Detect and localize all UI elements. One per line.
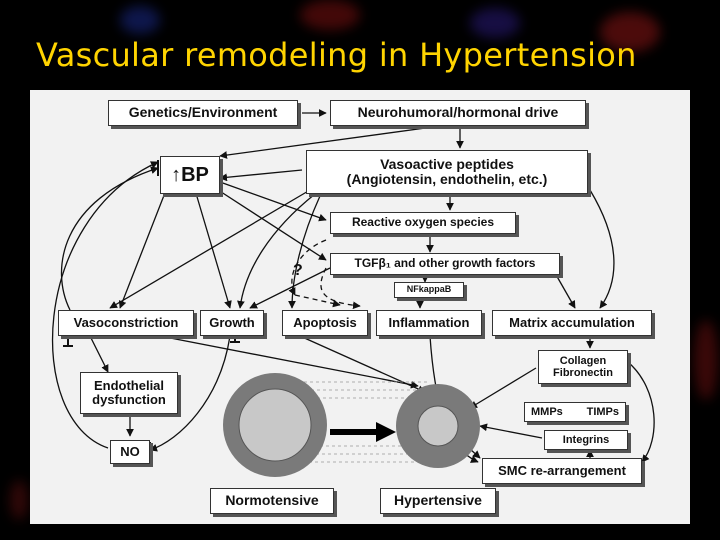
genetics-environment-box: Genetics/Environment (108, 100, 298, 126)
no-box: NO (110, 440, 150, 464)
arrow-collagen-smc (627, 361, 655, 463)
arrow-bp-vasoconstriction (118, 179, 171, 309)
hypertensive-label-box: Hypertensive (380, 488, 496, 514)
arrow-collagen-vessel (469, 367, 537, 409)
arrow-tgf-growth (249, 267, 331, 309)
vasoconstriction-box: Vasoconstriction (58, 310, 194, 336)
background-speck (10, 480, 28, 520)
arrow-neurohumoral-bp (219, 125, 441, 159)
arrow-vasoactive-growth (237, 193, 316, 309)
inhibition-bar-growth (230, 336, 240, 343)
background-speck (694, 320, 718, 400)
arrow-bp-ros (219, 181, 327, 222)
background-speck (120, 6, 160, 34)
dashed-arrow-ros-apoptosis (288, 239, 327, 296)
background-speck (300, 0, 360, 30)
hypertensive-vessel-lumen (417, 405, 459, 447)
arrow-vaso-endothelial (89, 335, 109, 373)
arrow-vasoactive-apoptosis (288, 195, 321, 309)
dashed-arrow-to-inflammation (294, 294, 341, 308)
mmps-timps-box: MMPs TIMPs (524, 402, 626, 422)
background-speck (470, 8, 520, 38)
tgf-growth-factors-box: TGFβ₁ and other growth factors (330, 253, 560, 275)
question-mark: ? (293, 262, 303, 279)
integrins-box: Integrins (544, 430, 628, 450)
diagram-figure: Genetics/Environment Neurohumoral/hormon… (30, 90, 690, 524)
apoptosis-box: Apoptosis (282, 310, 368, 336)
inhibition-bar-vasoconstriction (63, 338, 73, 347)
endothelial-dysfunction-box: Endothelial dysfunction (80, 372, 178, 414)
arrow-vaso-vessel (159, 335, 419, 389)
normotensive-vessel-lumen (238, 388, 312, 462)
remodeling-arrow-head (376, 422, 396, 442)
inflammation-box: Inflammation (376, 310, 482, 336)
arrow-bp-growth (194, 189, 232, 309)
bp-label: BP (181, 164, 209, 186)
arrow-vasoactive-matrix (589, 189, 615, 309)
bp-box: ↑BP (160, 156, 220, 194)
arrow-bp-tgf (214, 187, 327, 261)
arrow-loop-no-bp (51, 161, 159, 449)
nfkappab-box: NFkappaB (394, 282, 464, 298)
background-speck (600, 12, 660, 52)
arrow-vasoactive-vasoconstriction (109, 189, 311, 309)
timps-label: TIMPs (586, 405, 619, 418)
normotensive-label-box: Normotensive (210, 488, 334, 514)
smc-rearrangement-box: SMC re-arrangement (482, 458, 642, 484)
arrow-vasoactive-bp (219, 169, 303, 182)
bp-up-arrow: ↑ (171, 164, 182, 186)
vasoactive-peptides-box: Vasoactive peptides (Angiotensin, endoth… (306, 150, 588, 194)
arrow-growth-no (149, 335, 231, 452)
collagen-fibronectin-box: Collagen Fibronectin (538, 350, 628, 384)
arrow-tgf-matrix (554, 272, 576, 309)
mmps-label: MMPs (531, 405, 563, 418)
dashed-arrow-tgf-apoptosis (320, 267, 361, 310)
neurohumoral-drive-box: Neurohumoral/hormonal drive (330, 100, 586, 126)
arrow-integrins-vessel (479, 423, 543, 439)
growth-box: Growth (200, 310, 264, 336)
reactive-oxygen-species-box: Reactive oxygen species (330, 212, 516, 234)
slide-title: Vascular remodeling in Hypertension (36, 36, 637, 74)
connector-layer (51, 109, 655, 477)
matrix-accumulation-box: Matrix accumulation (492, 310, 652, 336)
